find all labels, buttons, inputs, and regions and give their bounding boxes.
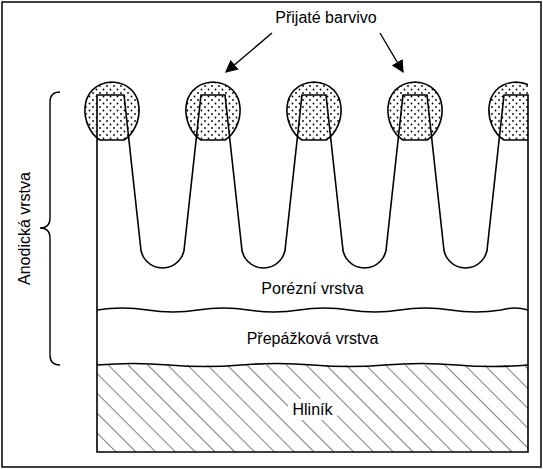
aluminium-base: Hliník [97,366,528,452]
porous-layer: Porézní vrstva [97,95,528,310]
anodic-bracket [40,92,60,365]
leader-arrow [380,33,403,72]
dye-caps [85,82,528,140]
callout-label: Přijaté barvivo [275,8,376,27]
dye-cap [85,82,139,140]
layer-label: Hliník [288,399,336,420]
dye-cap [186,82,240,140]
layer-label: Přepážková vrstva [247,329,379,348]
leader-arrow [226,33,272,72]
layer-label: Porézní vrstva [261,279,363,298]
dye-cap [489,82,528,140]
dye-cap [287,82,341,140]
dye-cap [388,82,442,140]
aluminium-hatching [97,365,528,452]
bracket-label: Anodická vrstva [15,172,34,285]
barrier-boundary [97,308,528,312]
porous-layer-outline [97,95,528,452]
barrier-layer: Přepážková vrstva [97,312,528,364]
aluminium-boundary [97,364,528,367]
